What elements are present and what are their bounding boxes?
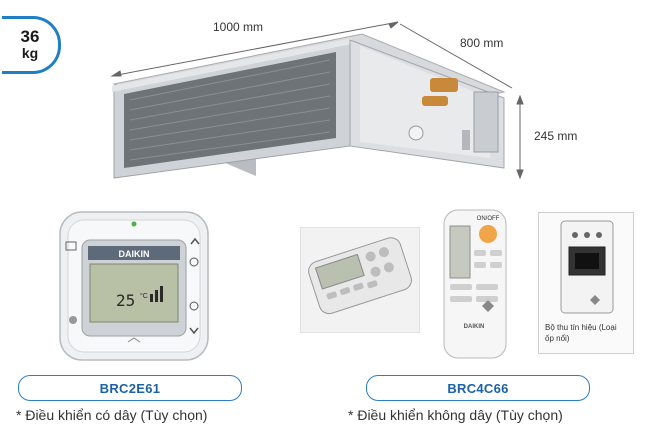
chevron-up-icon bbox=[190, 237, 200, 245]
wired-model-label: BRC2E61 bbox=[18, 375, 242, 401]
width-dimension-label: 1000 mm bbox=[213, 20, 264, 34]
menu-icon bbox=[65, 241, 77, 251]
status-led bbox=[131, 221, 137, 227]
wired-controller-image: DAIKIN 25 °C bbox=[59, 211, 209, 361]
signal-receiver-panel: Bộ thu tín hiệu (Loại ốp nổi) bbox=[538, 212, 634, 354]
wired-display-temperature: 25 bbox=[116, 291, 135, 310]
wired-display-unit: °C bbox=[140, 292, 148, 300]
wireless-model-label: BRC4C66 bbox=[366, 375, 590, 401]
height-dimension-label: 245 mm bbox=[534, 129, 578, 143]
onoff-label: ON/OFF bbox=[477, 216, 500, 222]
depth-dimension-label: 800 mm bbox=[460, 36, 504, 50]
weight-value: 36 bbox=[20, 27, 40, 46]
weight-badge: 36 kg bbox=[2, 16, 61, 74]
wireless-remote-image: ON/OFF DAIKIN bbox=[443, 209, 507, 359]
wired-brand-logo: DAIKIN bbox=[119, 249, 150, 259]
remote-brand-label: DAIKIN bbox=[464, 324, 485, 330]
weight-unit: kg bbox=[21, 45, 39, 61]
receiver-logo-icon bbox=[590, 295, 600, 305]
ducted-indoor-unit-image bbox=[110, 21, 524, 180]
depth-dimension-line bbox=[399, 23, 513, 89]
receiver-label: Bộ thu tín hiệu (Loại ốp nổi) bbox=[545, 323, 617, 343]
power-button-icon bbox=[479, 225, 497, 243]
wireless-remote-closeup-image bbox=[300, 227, 420, 333]
wireless-caption: * Điều khiển không dây (Tùy chọn) bbox=[348, 407, 563, 423]
chevron-down-icon bbox=[189, 327, 199, 335]
daikin-logo-icon bbox=[482, 300, 494, 312]
wired-caption: * Điều khiển có dây (Tùy chọn) bbox=[16, 407, 208, 423]
fan-icon bbox=[69, 316, 77, 324]
width-dimension-line bbox=[111, 21, 399, 77]
signal-receiver-image bbox=[560, 220, 614, 314]
select-button-icon bbox=[189, 257, 199, 267]
